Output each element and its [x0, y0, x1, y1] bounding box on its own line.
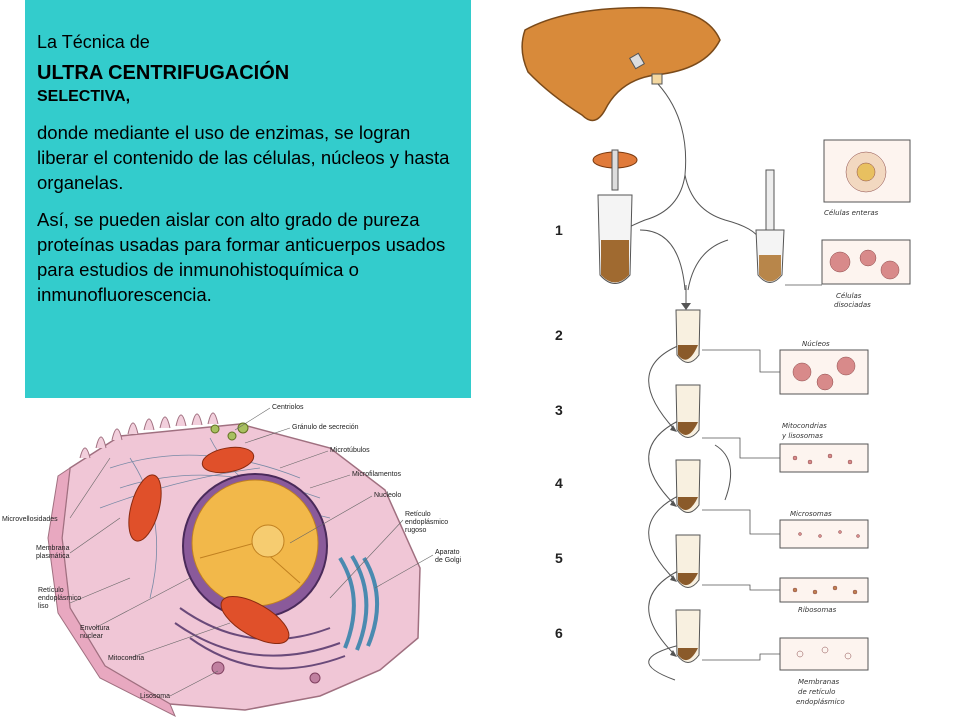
label-centrioles: Centriolos: [272, 404, 304, 411]
step-4: 4: [555, 475, 563, 491]
secretory-granules: [210, 422, 249, 441]
cell-suspension-tube: [755, 169, 785, 283]
liver-icon: [521, 6, 721, 122]
label-microvilli: Microvellosidades: [2, 516, 58, 523]
label-er-membranes-3: endoplásmico: [796, 698, 845, 706]
nucleus: [182, 473, 328, 619]
label-ribosomes: Ribosomas: [798, 606, 837, 614]
technique-heading: ULTRA CENTRIFUGACIÓN: [37, 62, 290, 84]
micrograph-panels: [779, 139, 911, 671]
label-plasma-membrane-2: plasmática: [36, 553, 70, 560]
label-nucleolus: Nucleolo: [374, 492, 401, 499]
description-paragraph: donde mediante el uso de enzimas, se log…: [37, 122, 450, 193]
label-nuclei: Núcleos: [802, 340, 830, 348]
label-rough-er-2: endoplásmico: [405, 519, 448, 526]
label-smooth-er-2: endoplásmico: [38, 595, 81, 602]
label-nuclear-envelope-2: nuclear: [80, 633, 104, 640]
label-microtubules: Microtúbulos: [330, 447, 370, 454]
label-er-membranes-1: Membranas: [798, 678, 840, 686]
label-mitochondrion: Mitocondria: [108, 655, 144, 662]
step-2: 2: [555, 327, 563, 343]
microvilli: [79, 412, 219, 459]
mitochondria: [128, 446, 290, 645]
label-microfilaments: Microfilamentos: [352, 471, 402, 478]
label-mitochondria-1: Mitocondrias: [782, 422, 827, 430]
animal-cell-diagram: Centriolos Gránulo de secreción Microtúb…: [2, 404, 462, 718]
step-5: 5: [555, 550, 563, 566]
label-secretory-granule: Gránulo de secreción: [292, 424, 359, 431]
label-whole-cells: Células enteras: [824, 209, 879, 217]
label-nuclear-envelope-1: Envoltura: [80, 625, 110, 632]
label-plasma-membrane-1: Membrana: [36, 545, 70, 552]
label-smooth-er-3: liso: [38, 603, 49, 610]
text-panel: La Técnica de ULTRA CENTRIFUGACIÓN SELEC…: [25, 0, 471, 398]
label-microsomes: Microsomas: [790, 510, 832, 518]
lysosomes: [211, 661, 321, 684]
label-smooth-er-1: Retículo: [38, 587, 64, 594]
centrifuge-tubes: [675, 309, 701, 663]
technique-subheading: SELECTIVA,: [37, 88, 131, 105]
label-lysosome: Lisosoma: [140, 693, 170, 700]
homogenizer-icon: [592, 149, 638, 284]
rough-er: [174, 607, 346, 670]
step-3: 3: [555, 402, 563, 418]
label-er-membranes-2: de retículo: [798, 688, 835, 696]
pellets: [678, 345, 698, 661]
golgi-apparatus: [338, 554, 379, 651]
micrograph-details: [792, 151, 900, 660]
label-dissociated-cells-1: Células: [836, 292, 862, 300]
label-golgi-2: de Golgi: [435, 557, 462, 564]
label-rough-er-3: rugoso: [405, 527, 427, 534]
step-6: 6: [555, 625, 563, 641]
label-dissociated-cells-2: disociadas: [834, 301, 871, 309]
label-rough-er-1: Retículo: [405, 511, 431, 518]
fractionation-process-diagram: 1 2 3 4 5 6 Células enteras Células diso…: [521, 6, 911, 706]
applications-paragraph: Así, se pueden aislar con alto grado de …: [37, 209, 446, 305]
label-mitochondria-2: y lisosomas: [781, 432, 823, 440]
label-golgi-1: Aparato: [435, 549, 460, 556]
intro-text: La Técnica de: [37, 32, 150, 52]
step-1: 1: [555, 222, 563, 238]
